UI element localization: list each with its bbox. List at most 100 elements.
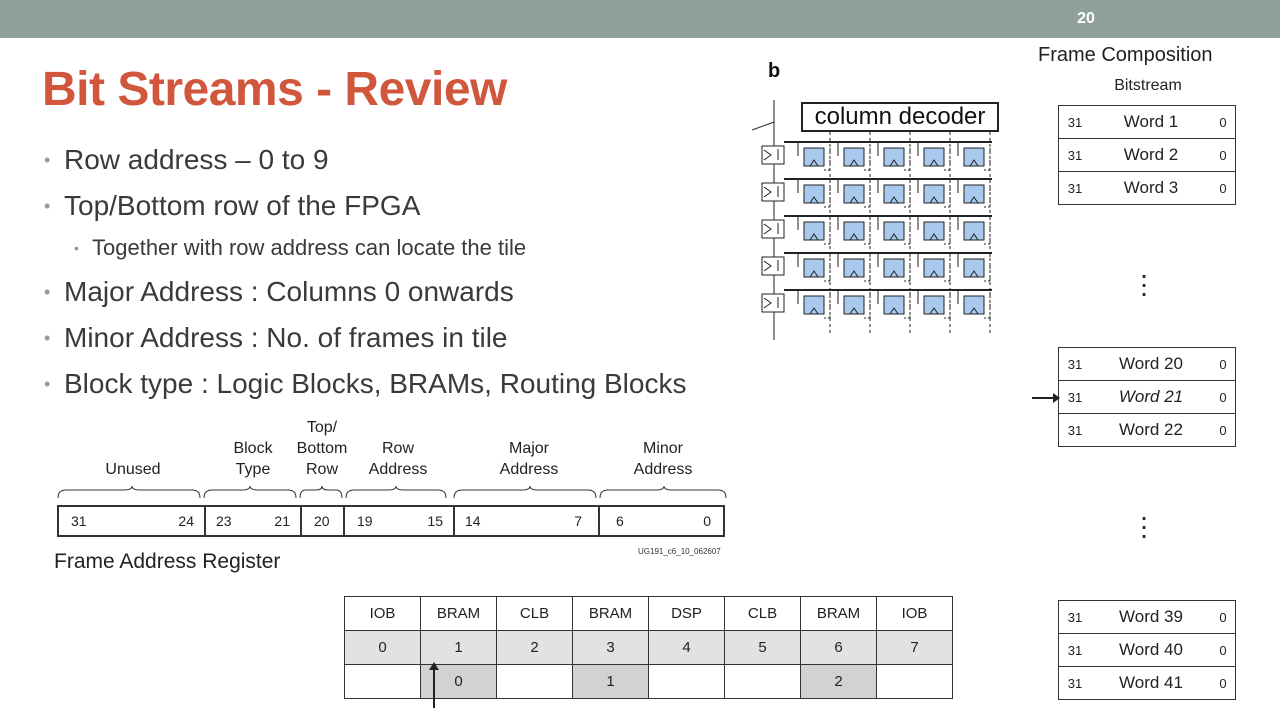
- memory-cell: [883, 184, 905, 204]
- bitstream-label: Bitstream: [1114, 77, 1182, 94]
- bram-index-cell: [724, 664, 801, 699]
- bram-index-row: 0 1 2: [344, 664, 953, 699]
- ellipsis-dots-1: ···: [1139, 259, 1149, 308]
- memory-cell: [843, 147, 865, 167]
- bram-index-cell: [876, 664, 953, 699]
- memory-cell: [803, 221, 825, 241]
- word-lsb: 0: [1211, 347, 1236, 381]
- cell-clock-mark: [889, 233, 899, 241]
- word-msb: 31: [1058, 105, 1091, 139]
- memory-cell: [803, 147, 825, 167]
- cell-clock-mark: [969, 159, 979, 167]
- bullet-list: Row address – 0 to 9 Top/Bottom row of t…: [44, 142, 804, 412]
- column-index-row: 0 1 2 3 4 5 6 7: [344, 630, 953, 665]
- row-driver: [761, 293, 785, 313]
- row-driver: [761, 256, 785, 276]
- memory-cell: [923, 147, 945, 167]
- frame-address-register-caption: Frame Address Register: [54, 550, 281, 573]
- word-label: Word 40: [1091, 633, 1211, 667]
- column-decoder-diagram: [752, 100, 992, 340]
- memory-cell: [963, 221, 985, 241]
- cell-clock-mark: [969, 196, 979, 204]
- memory-cell: [843, 295, 865, 315]
- driver-triangle: [763, 223, 772, 235]
- column-index-cell: 2: [496, 630, 573, 665]
- memory-cell: [803, 258, 825, 278]
- bit-hi: 14: [465, 513, 481, 529]
- word-lsb: 0: [1211, 666, 1236, 700]
- driver-triangle: [763, 297, 772, 309]
- memory-cell: [843, 184, 865, 204]
- word-lsb: 0: [1211, 633, 1236, 667]
- register-field-block-type: 23 21: [206, 507, 302, 535]
- ellipsis-dots-2: ···: [1139, 501, 1149, 550]
- word-msb: 31: [1058, 138, 1091, 172]
- bullet-row-address: Row address – 0 to 9: [44, 142, 804, 188]
- column-type-cell: CLB: [724, 596, 801, 631]
- cell-clock-mark: [809, 233, 819, 241]
- bit-hi: 6: [616, 513, 624, 529]
- memory-cell: [883, 258, 905, 278]
- frame-composition-title: Frame Composition: [1038, 44, 1213, 66]
- cell-clock-mark: [849, 196, 859, 204]
- column-decoder-label: column decoder: [801, 102, 999, 132]
- cell-clock-mark: [929, 270, 939, 278]
- slide-title: Bit Streams - Review: [42, 63, 507, 116]
- column-index-cell: 6: [800, 630, 877, 665]
- memory-cell: [803, 184, 825, 204]
- field-label-minor-address: Minor Address: [602, 438, 724, 480]
- column-type-cell: CLB: [496, 596, 573, 631]
- cell-clock-mark: [969, 270, 979, 278]
- register-field-top-bottom: 20: [302, 507, 345, 535]
- word-msb: 31: [1058, 380, 1091, 414]
- word-lsb: 0: [1211, 105, 1236, 139]
- bit-lo: 0: [703, 513, 711, 529]
- register-field-unused: 31 24: [59, 507, 206, 535]
- memory-cell: [963, 258, 985, 278]
- cell-clock-mark: [929, 233, 939, 241]
- register-field-minor-address: 6 0: [600, 507, 723, 535]
- cell-clock-mark: [889, 270, 899, 278]
- slide-number: 20: [1077, 10, 1095, 27]
- field-label-block-type: Block Type: [206, 438, 300, 480]
- word-msb: 31: [1058, 666, 1091, 700]
- bit-hi: 23: [216, 513, 232, 529]
- bit-lo: 15: [427, 513, 443, 529]
- bit-hi: 19: [357, 513, 373, 529]
- driver-triangle: [763, 260, 772, 272]
- cell-clock-mark: [849, 307, 859, 315]
- bit-hi: 20: [314, 513, 330, 529]
- field-label-line: Type: [235, 461, 271, 478]
- column-index-table: IOB BRAM CLB BRAM DSP CLB BRAM IOB 0 1 2…: [344, 596, 953, 699]
- word-lsb: 0: [1211, 413, 1236, 447]
- word-label: Word 1: [1091, 105, 1211, 139]
- field-label-line: Row: [305, 461, 338, 478]
- bus-stub-line: [752, 121, 775, 131]
- cell-clock-mark: [809, 196, 819, 204]
- up-arrow-icon: [429, 662, 439, 708]
- field-braces: [57, 486, 727, 499]
- column-type-cell: DSP: [648, 596, 725, 631]
- bullet-top-bottom: Top/Bottom row of the FPGA: [44, 188, 804, 234]
- word-label: Word 3: [1091, 171, 1211, 205]
- right-arrow-icon: [1032, 393, 1060, 403]
- field-label-top-bottom-row: Top/ Bottom Row: [290, 417, 354, 480]
- field-label-line: Address: [368, 461, 428, 478]
- column-type-cell: BRAM: [572, 596, 649, 631]
- cell-clock-mark: [849, 233, 859, 241]
- field-label-line: Address: [633, 461, 693, 478]
- bram-index-cell: 2: [800, 664, 877, 699]
- word-msb: 31: [1058, 600, 1091, 634]
- cell-clock-mark: [929, 196, 939, 204]
- frame-address-register-box: 31 24 23 21 20 19 15 14 7 6 0: [57, 505, 725, 537]
- driver-triangle: [763, 149, 772, 161]
- word-lsb: 0: [1211, 171, 1236, 205]
- bullet-major-address: Major Address : Columns 0 onwards: [44, 274, 804, 320]
- cell-clock-mark: [929, 159, 939, 167]
- field-label-row-address: Row Address: [346, 438, 450, 480]
